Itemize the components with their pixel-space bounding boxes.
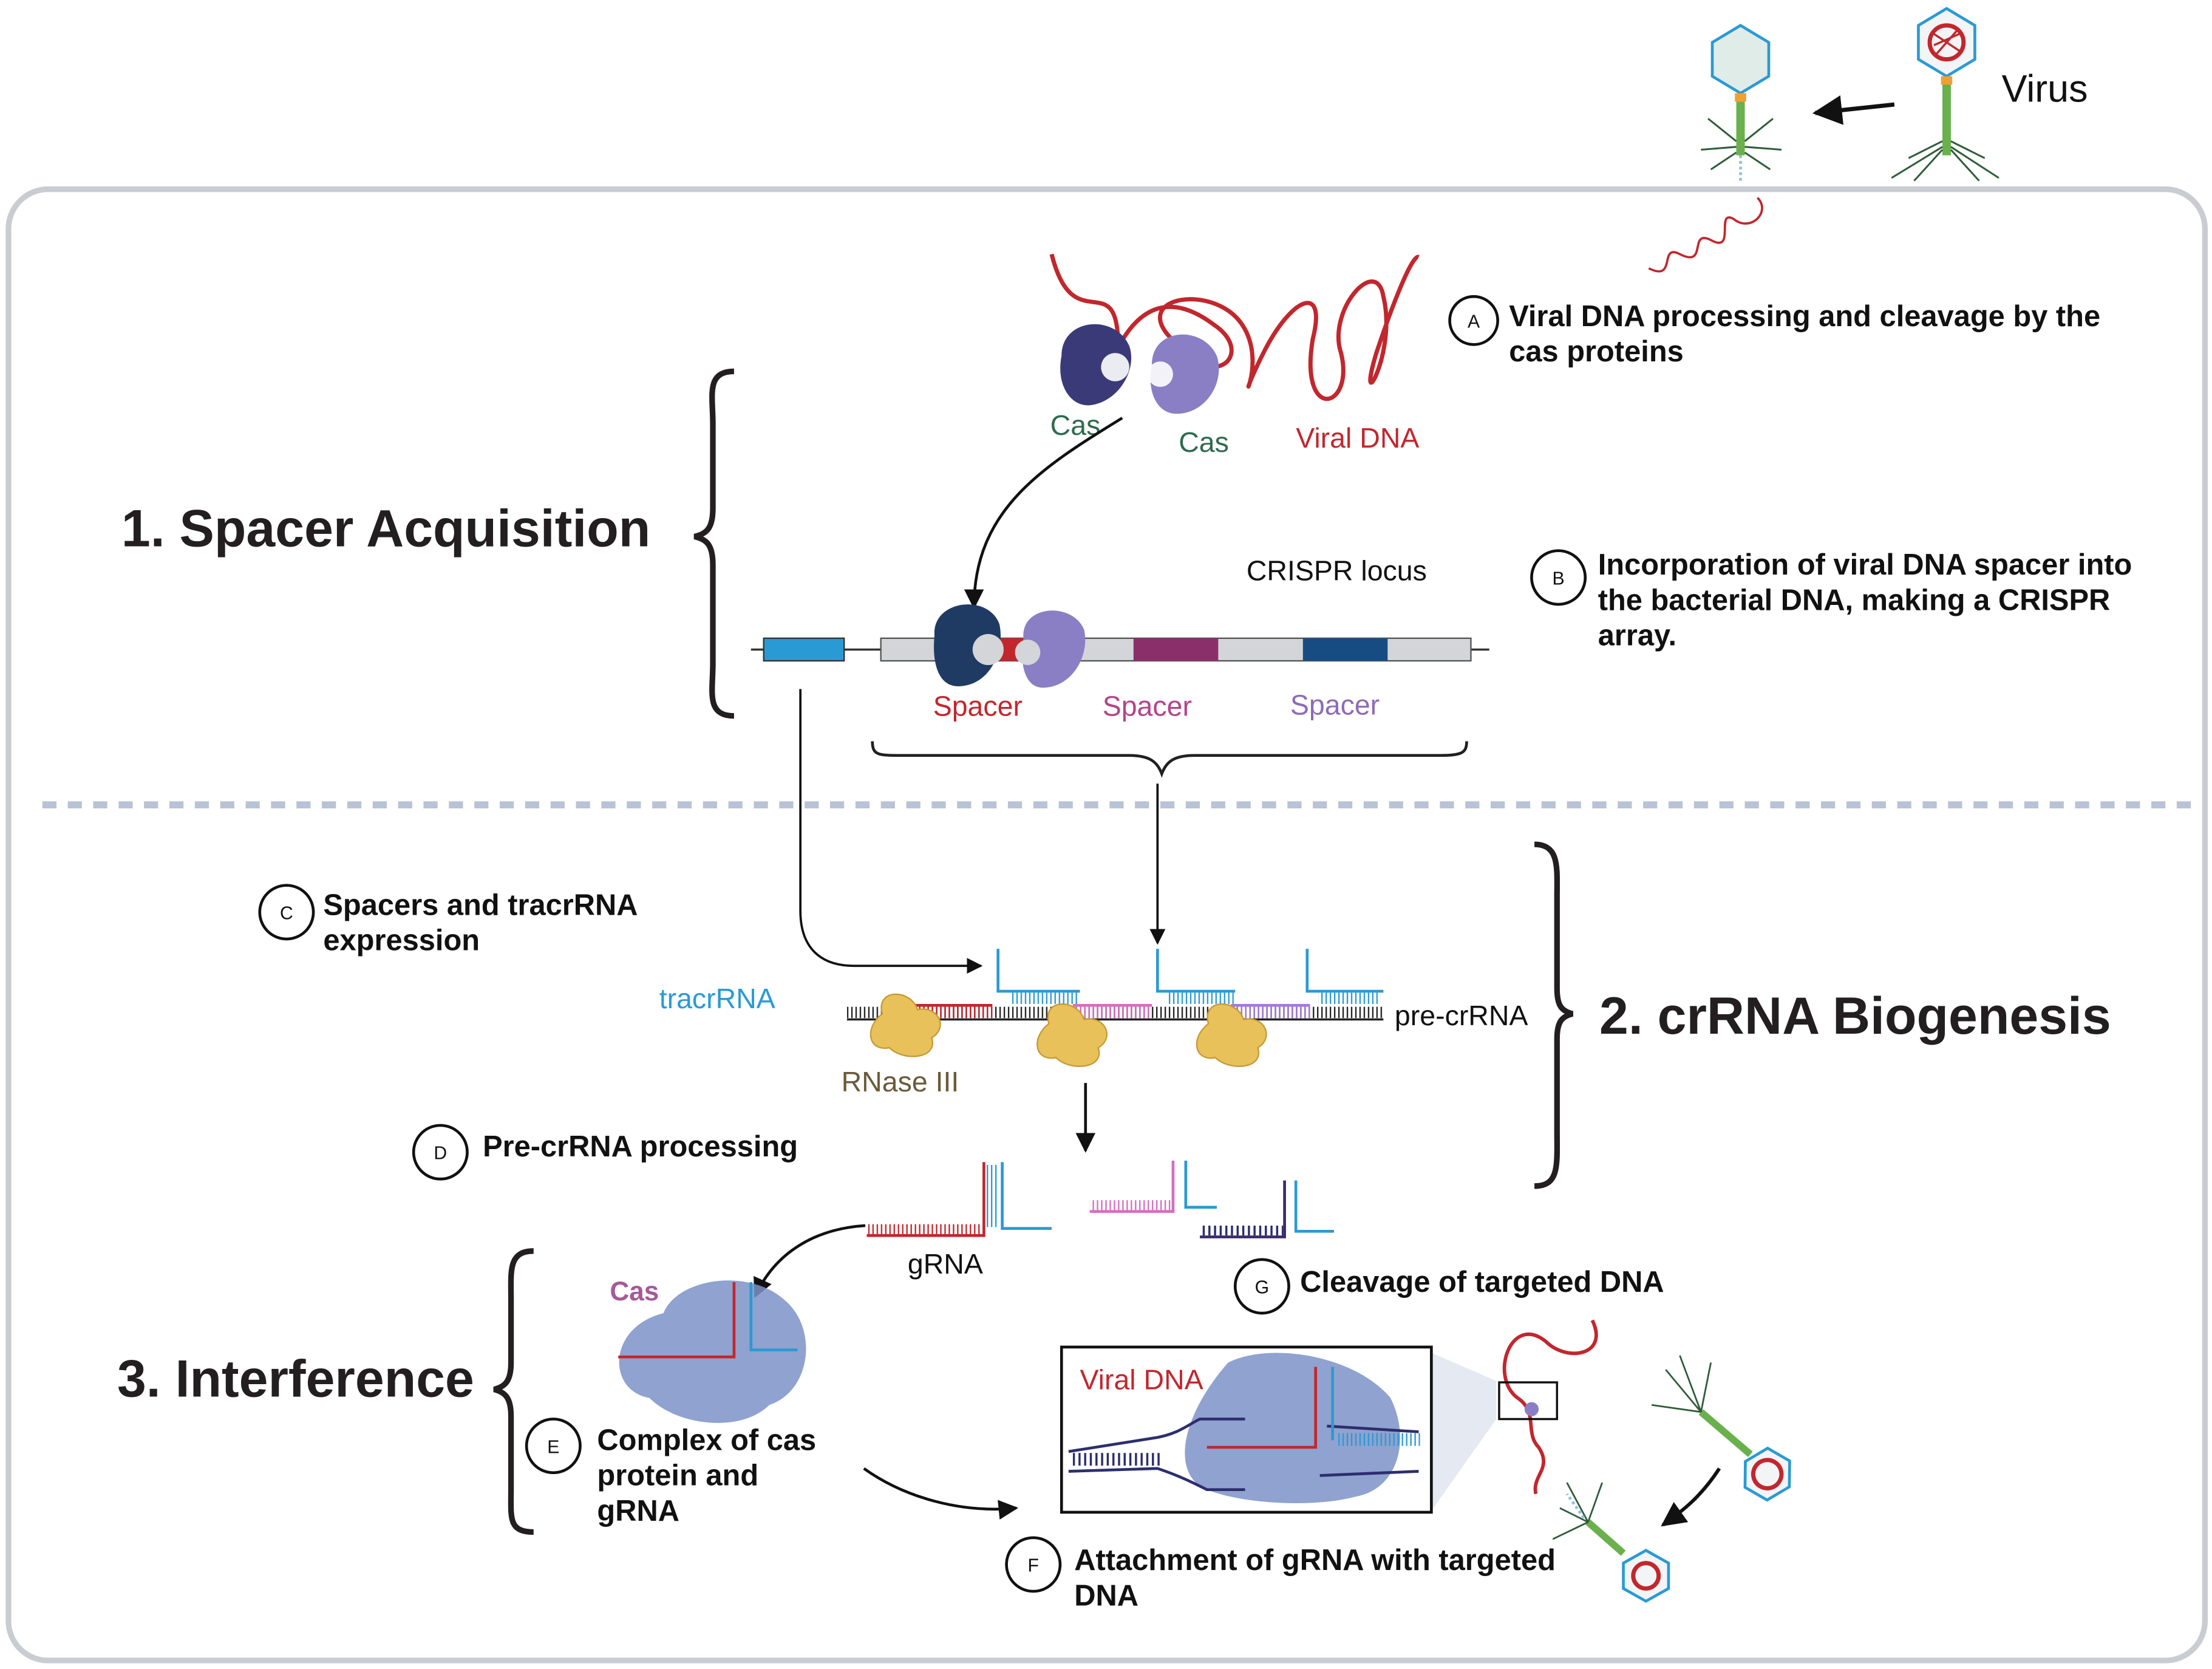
step-e-line2: protein and (597, 1459, 758, 1492)
arrow-icon (1812, 95, 1895, 125)
step-c-line2: expression (323, 924, 480, 957)
step-b: B Incorporation of viral DNA spacer into… (1530, 548, 2132, 652)
processed-crrna-pairs (1201, 1225, 1284, 1236)
step-g-line1: Cleavage of targeted DNA (1300, 1266, 1664, 1299)
virus-label: Virus (2002, 67, 2088, 110)
virus-phage-icon (1701, 7, 1999, 182)
pre-crrna-strand (846, 1003, 1384, 1021)
step-f-line1: Attachment of gRNA with targeted (1074, 1544, 1556, 1577)
step-b-line2: the bacterial DNA, making a CRISPR (1598, 584, 2111, 616)
step-f-badge (1005, 1536, 1062, 1593)
step-c: C Spacers and tracrRNA expression (258, 884, 638, 957)
spacer-label-3: Spacer (1290, 689, 1380, 720)
spacer-label-1: Spacer (933, 691, 1023, 722)
processed-crrna (866, 1161, 1334, 1238)
step-d-letter: D (434, 1144, 447, 1164)
step-e: E Complex of cas protein and gRNA (525, 1418, 816, 1527)
cas-protein-icon (1060, 324, 1219, 414)
brace-icon (871, 741, 1468, 778)
zoom-box (1498, 1381, 1559, 1421)
step-a-line1: Viral DNA processing and cleavage by the (1509, 300, 2100, 333)
cas-complex-label: Cas (610, 1277, 659, 1306)
step-a-badge (1448, 295, 1499, 346)
arrow-icon (754, 1224, 866, 1299)
step-e-badge (525, 1418, 582, 1475)
rnase-iii-label: RNase III (842, 1066, 959, 1097)
processed-crrna-pairs (1089, 1200, 1172, 1210)
viral-dna-label: Viral DNA (1296, 422, 1419, 454)
step-a-line2: cas proteins (1509, 335, 1684, 368)
step-a: A Viral DNA processing and cleavage by t… (1448, 295, 2100, 368)
step-e-line3: gRNA (597, 1495, 679, 1527)
crispr-locus (750, 637, 1489, 662)
crispr-locus-label: CRISPR locus (1247, 555, 1427, 587)
grna-label: gRNA (908, 1248, 983, 1280)
cas-label-2: Cas (1179, 426, 1229, 458)
step-c-line1: Spacers and tracrRNA (323, 889, 638, 922)
inset-viral-dna-label: Viral DNA (1080, 1364, 1203, 1396)
step-b-line3: array. (1598, 619, 1676, 652)
step-g-badge (1233, 1258, 1290, 1315)
arrow-icon (1661, 1467, 1721, 1527)
rnase-iii-icon (869, 993, 1267, 1067)
brace-icon (693, 368, 735, 719)
brace-icon (493, 1248, 534, 1535)
arrow-icon (964, 417, 1123, 609)
step-a-letter: A (1468, 312, 1480, 332)
arrow-icon (863, 1467, 1019, 1520)
section-1-title: 1. Spacer Acquisition (121, 500, 650, 558)
cas-grna-complex-icon (618, 1280, 806, 1423)
virus-phage-icon (1552, 1355, 1791, 1603)
tracrrna-strands (996, 949, 1384, 993)
step-c-badge (258, 884, 315, 941)
step-e-letter: E (547, 1437, 559, 1457)
arrow-icon (799, 689, 983, 974)
processed-crrna-pairs (985, 1165, 999, 1227)
step-g-letter: G (1255, 1278, 1270, 1298)
step-c-letter: C (280, 903, 293, 923)
step-d: D Pre-crRNA processing (412, 1124, 798, 1181)
processed-crrna-pairs (868, 1224, 981, 1234)
cas-protein-icon (1524, 1402, 1539, 1416)
tracrrna-pairs (1318, 992, 1381, 1004)
step-b-line1: Incorporation of viral DNA spacer into (1598, 548, 2132, 581)
pre-crrna-label: pre-crRNA (1395, 1000, 1528, 1031)
tracrrna-label: tracrRNA (659, 983, 775, 1014)
tracrrna-pairs (1168, 992, 1234, 1004)
step-f-line2: DNA (1074, 1579, 1138, 1612)
section-2-title: 2. crRNA Biogenesis (1599, 987, 2111, 1045)
brace-icon (1534, 841, 1574, 1189)
step-b-badge (1530, 549, 1587, 606)
injected-viral-dna (1648, 197, 1763, 273)
step-g: G Cleavage of targeted DNA (1233, 1258, 1664, 1315)
step-e-line1: Complex of cas (597, 1424, 816, 1457)
step-f: F Attachment of gRNA with targeted DNA (1005, 1536, 1556, 1612)
step-d-badge (412, 1124, 469, 1181)
cleaved-viral-dna (1502, 1319, 1598, 1495)
cas-protein-icon (934, 604, 1086, 688)
step-d-line1: Pre-crRNA processing (483, 1130, 798, 1163)
step-b-letter: B (1553, 569, 1565, 589)
spacer-label-2: Spacer (1103, 691, 1192, 722)
target-dna-inset (1060, 1345, 1497, 1514)
main-panel (5, 186, 2208, 1664)
section-3-title: 3. Interference (117, 1350, 474, 1408)
tracrrna-pairs (1010, 992, 1079, 1004)
step-f-letter: F (1028, 1556, 1039, 1576)
